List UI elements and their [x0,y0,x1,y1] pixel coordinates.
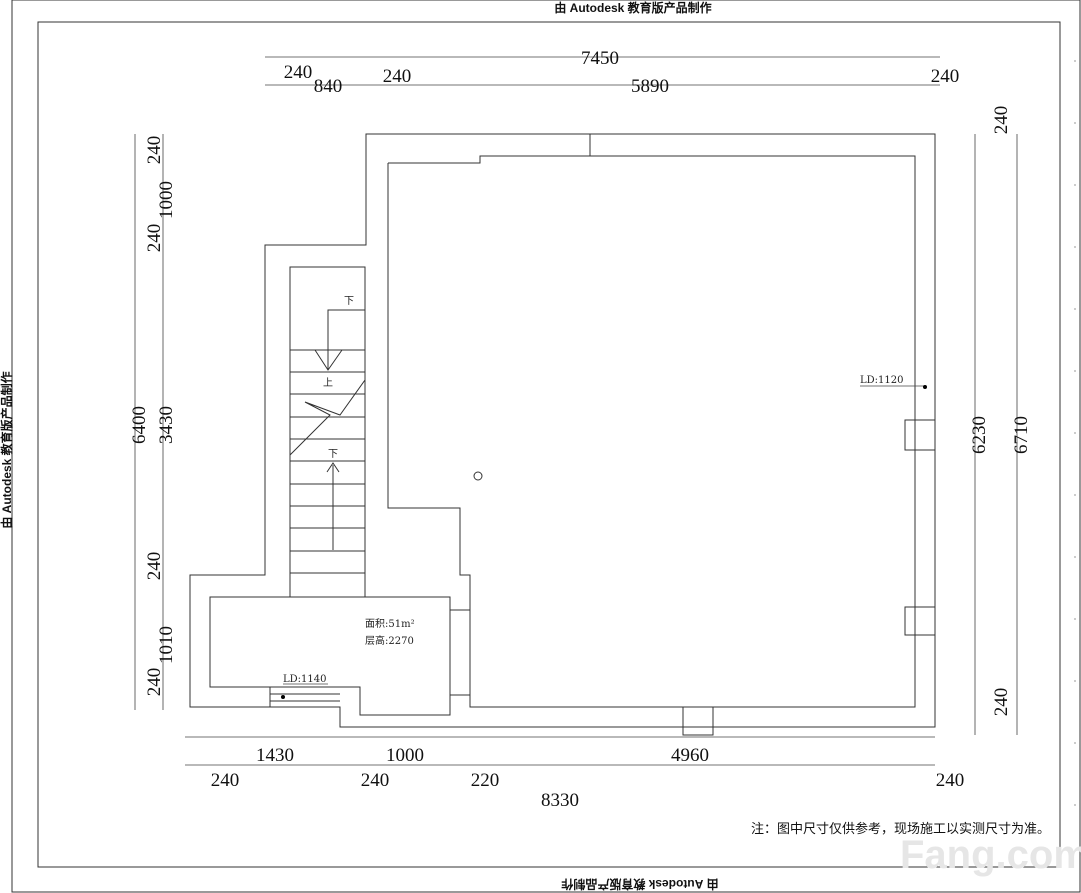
arrow-head-icon [314,349,343,371]
outer-wall [189,133,936,728]
level-point-left [281,695,285,699]
dim-bottom-1: 1430 [256,745,294,766]
watermark-left: 由 Autodesk 教育版产品制作 [0,371,14,528]
dim-right-1: 240 [991,106,1012,135]
dim-bottom-w1: 240 [211,770,240,791]
dim-bottom-2: 1000 [386,745,424,766]
column-right-lower [904,606,936,636]
dimension-lines [134,56,1018,766]
drawing-frame [37,21,1061,868]
arrow-head-icon [326,462,340,473]
dim-top-1: 240 [284,62,313,83]
dim-left-2: 1000 [156,181,177,219]
sheet-border [11,0,1081,893]
dim-bottom-w4: 240 [936,770,965,791]
dim-bottom-overall: 8330 [541,790,579,811]
dim-left-7: 240 [144,668,165,697]
level-label-left: LD:1140 [283,674,326,685]
stair-treads [290,349,365,574]
floor-height-label: 层高:2270 [365,634,414,647]
dim-right-main: 6230 [969,416,990,454]
dim-left-6: 1010 [156,626,177,664]
fang-logo-watermark: Fang.com [900,833,1081,877]
dim-bottom-w3: 220 [471,770,500,791]
stair-label-down-mid: 下 [328,449,338,460]
stair-label-up: 上 [323,377,333,389]
stair-label-down: 下 [344,296,354,307]
dim-top-overall: 7450 [581,48,619,69]
stair-arrow-down-top [327,309,365,370]
dim-right-2: 240 [991,688,1012,717]
dim-left-3: 240 [144,224,165,253]
watermark-bottom: 由 Autodesk 教育版产品制作 [561,877,718,892]
inner-wall [387,155,916,708]
dim-right-overall: 6710 [1011,416,1032,454]
column-right-upper [904,419,936,451]
stair-break-line [289,379,366,456]
area-label: 面积:51m² [365,618,415,630]
disclaimer-note: 注：图中尺寸仅供参考，现场施工以实测尺寸为准。 [751,821,1050,837]
step-lines [269,687,340,707]
ceiling-light-icon [473,471,483,481]
dim-left-5: 240 [144,552,165,581]
dim-left-overall: 6400 [129,406,150,444]
level-label-right: LD:1120 [860,375,903,386]
column-bottom [682,706,714,736]
dim-top-4: 5890 [631,76,669,97]
dim-left-1: 240 [144,136,165,165]
dim-top-2: 840 [314,76,343,97]
dim-bottom-3: 4960 [671,745,709,766]
lower-room [209,596,451,716]
level-point-right [923,385,927,389]
watermark-top: 由 Autodesk 教育版产品制作 [554,0,711,15]
dim-top-5: 240 [931,66,960,87]
dim-left-4: 3430 [156,406,177,444]
dim-bottom-w2: 240 [361,770,390,791]
dim-top-3: 240 [383,66,412,87]
